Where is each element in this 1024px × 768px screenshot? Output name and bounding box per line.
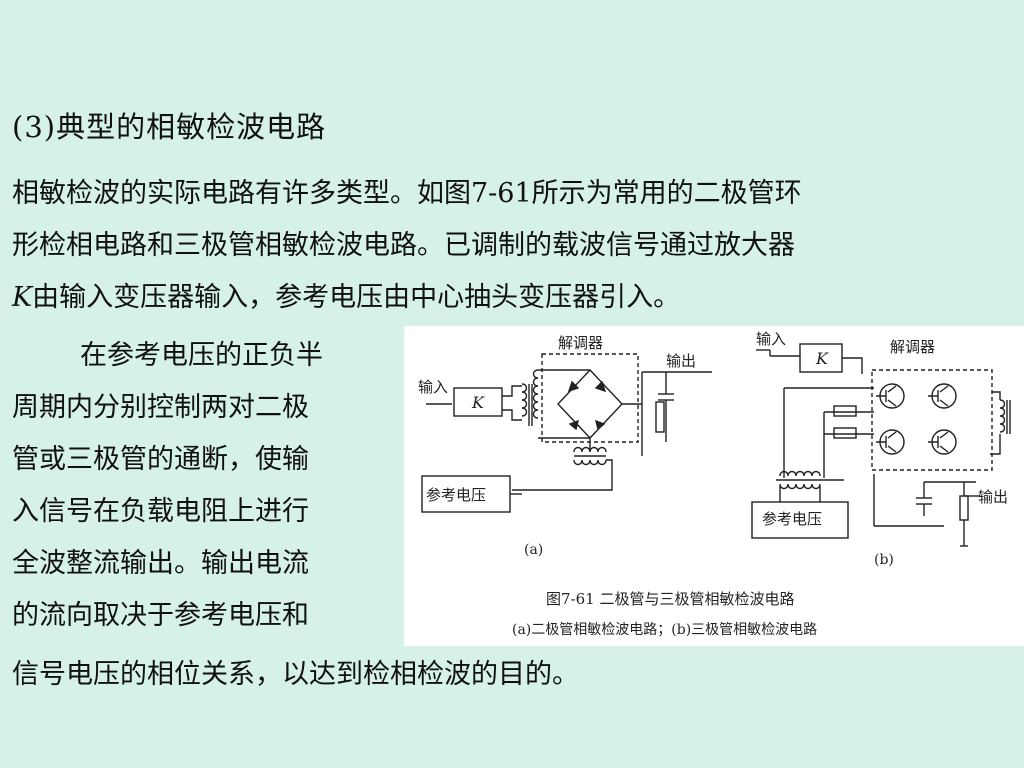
b-reference-label: 参考电压 bbox=[762, 510, 822, 528]
explanation-line-5: 全波整流输出。输出电流 bbox=[12, 548, 309, 579]
a-output-label: 输出 bbox=[666, 352, 696, 370]
intro-paragraph: 相敏检波的实际电路有许多类型。如图7-61所示为常用的二极管环 形检相电路和三极… bbox=[12, 168, 1012, 324]
explanation-paragraph: 在参考电压的正负半 周期内分别控制两对二极 管或三极管的通断，使输 入信号在负载… bbox=[12, 330, 323, 642]
slide-title: (3)典型的相敏检波电路 bbox=[12, 110, 327, 144]
a-amplifier-label: K bbox=[471, 393, 485, 412]
explanation-line-1: 在参考电压的正负半 bbox=[80, 340, 323, 371]
explanation-line-2: 周期内分别控制两对二极 bbox=[12, 392, 309, 423]
figure-subcaption: (a)二极管相敏检波电路；(b)三极管相敏检波电路 bbox=[512, 622, 817, 638]
intro-line-1: 相敏检波的实际电路有许多类型。如图7-61所示为常用的二极管环 bbox=[12, 178, 802, 209]
a-demodulator-label: 解调器 bbox=[558, 334, 603, 352]
amplifier-symbol-k: K bbox=[12, 282, 33, 313]
figure-caption: 图7-61 二极管与三极管相敏检波电路 bbox=[546, 590, 794, 608]
explanation-line-4: 入信号在负载电阻上进行 bbox=[12, 496, 309, 527]
b-amplifier-label: K bbox=[815, 349, 829, 368]
intro-line-3-text: 由输入变压器输入，参考电压由中心抽头变压器引入。 bbox=[32, 282, 681, 313]
b-input-label: 输入 bbox=[756, 330, 786, 348]
explanation-line-6: 的流向取决于参考电压和 bbox=[12, 600, 309, 631]
explanation-line-7: 信号电压的相位关系，以达到检相检波的目的。 bbox=[12, 659, 579, 690]
circuit-figure: 输入 K 解调器 输出 参考电压 (a) 输入 K 解调器 输出 参考电压 (b… bbox=[404, 326, 1024, 646]
intro-line-3: K由输入变压器输入，参考电压由中心抽头变压器引入。 bbox=[12, 272, 1012, 324]
b-output-label: 输出 bbox=[978, 488, 1008, 506]
b-demodulator-label: 解调器 bbox=[890, 338, 935, 356]
intro-line-2: 形检相电路和三极管相敏检波电路。已调制的载波信号通过放大器 bbox=[12, 230, 795, 261]
circuit-diagram: 输入 K 解调器 输出 参考电压 (a) 输入 K 解调器 输出 参考电压 (b… bbox=[418, 330, 1011, 638]
a-reference-label: 参考电压 bbox=[426, 486, 486, 504]
b-figure-label: (b) bbox=[874, 552, 894, 568]
a-figure-label: (a) bbox=[524, 542, 543, 558]
a-input-label: 输入 bbox=[418, 378, 448, 396]
explanation-line-3: 管或三极管的通断，使输 bbox=[12, 444, 309, 475]
